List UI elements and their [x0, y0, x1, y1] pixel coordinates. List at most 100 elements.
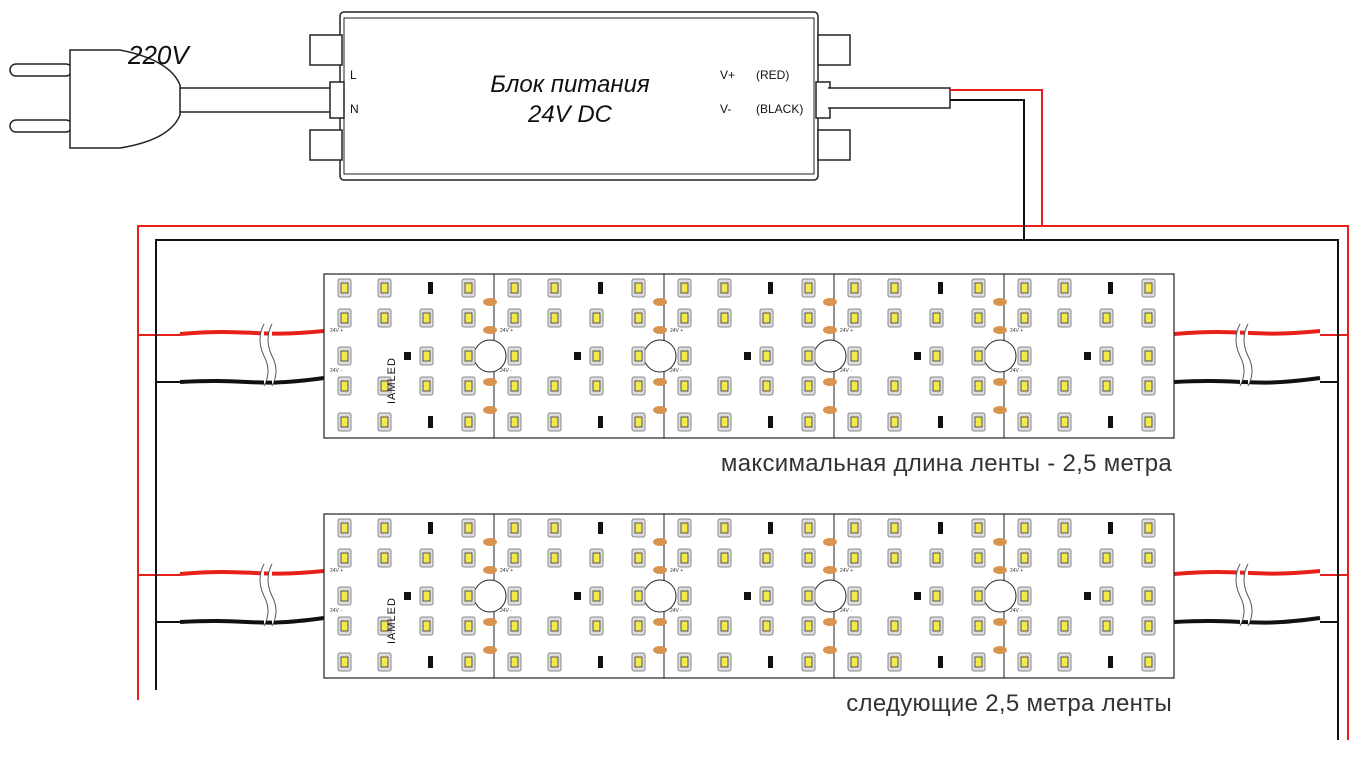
- led-strip-1: 24V +24V -24V +24V -24V +24V -24V +24V -…: [179, 273, 1321, 439]
- led-chip-lens: [890, 552, 899, 564]
- led-chip-lens: [634, 416, 643, 428]
- led-chip-lens: [720, 522, 729, 534]
- solder-pad: [993, 326, 1007, 334]
- power-supply-title-line2: 24V DC: [527, 101, 613, 128]
- solder-pad: [483, 646, 497, 654]
- resistor: [914, 592, 921, 600]
- led-chip-lens: [804, 552, 813, 564]
- led-chip-lens: [422, 620, 431, 632]
- led-chip-lens: [1102, 620, 1111, 632]
- solder-pad: [993, 566, 1007, 574]
- led-chip-lens: [1060, 656, 1069, 668]
- solder-pad: [823, 406, 837, 414]
- led-chip-lens: [720, 312, 729, 324]
- strip-1-caption: максимальная длина ленты - 2,5 метра: [720, 450, 1172, 477]
- led-chip-lens: [1144, 590, 1153, 602]
- led-chip-lens: [550, 552, 559, 564]
- led-chip-lens: [974, 590, 983, 602]
- led-chip-lens: [850, 282, 859, 294]
- resistor: [744, 592, 751, 600]
- led-chip-lens: [720, 656, 729, 668]
- wire-break-mark: [259, 323, 277, 387]
- resistor: [914, 352, 921, 360]
- led-chip-lens: [510, 350, 519, 362]
- led-chip-lens: [634, 350, 643, 362]
- led-chip-lens: [720, 620, 729, 632]
- led-chip-lens: [1020, 590, 1029, 602]
- led-chip-lens: [974, 350, 983, 362]
- led-chip-lens: [592, 590, 601, 602]
- led-chip-lens: [762, 350, 771, 362]
- led-chip-lens: [850, 312, 859, 324]
- led-chip-lens: [850, 656, 859, 668]
- led-chip-lens: [890, 416, 899, 428]
- led-chip-lens: [850, 350, 859, 362]
- solder-pad: [483, 406, 497, 414]
- led-chip-lens: [850, 620, 859, 632]
- led-chip-lens: [1060, 380, 1069, 392]
- resistor: [1084, 352, 1091, 360]
- led-chip-lens: [464, 552, 473, 564]
- terminal-vminus: V-: [720, 102, 732, 116]
- led-chip-lens: [1060, 416, 1069, 428]
- solder-pad: [483, 566, 497, 574]
- solder-pad: [823, 646, 837, 654]
- polarity-mark: 24V +: [670, 328, 683, 334]
- led-strip-2: 24V +24V -24V +24V -24V +24V -24V +24V -…: [179, 513, 1321, 679]
- terminal-vplus: V+: [720, 68, 736, 82]
- led-chip-lens: [1102, 350, 1111, 362]
- led-chip-lens: [762, 552, 771, 564]
- led-chip-lens: [380, 380, 389, 392]
- led-chip-lens: [720, 552, 729, 564]
- led-chip-lens: [510, 552, 519, 564]
- resistor: [428, 656, 433, 668]
- led-chip-lens: [932, 620, 941, 632]
- solder-pad: [993, 618, 1007, 626]
- wire-break-mark: [1235, 563, 1253, 627]
- led-chip-lens: [340, 350, 349, 362]
- power-supply-title-line1: Блок питания: [490, 71, 650, 98]
- led-chip-lens: [510, 380, 519, 392]
- led-chip-lens: [1020, 656, 1029, 668]
- led-chip-lens: [340, 380, 349, 392]
- terminal-vminus-wire: (BLACK): [756, 102, 804, 116]
- polarity-mark: 24V +: [1010, 568, 1023, 574]
- led-chip-lens: [804, 416, 813, 428]
- solder-pad: [483, 326, 497, 334]
- led-chip-lens: [464, 590, 473, 602]
- led-chip-lens: [850, 552, 859, 564]
- led-chip-lens: [890, 312, 899, 324]
- resistor: [768, 282, 773, 294]
- led-chip-lens: [1020, 312, 1029, 324]
- led-chip-lens: [592, 380, 601, 392]
- solder-pad: [993, 406, 1007, 414]
- led-chip-lens: [510, 312, 519, 324]
- strip-2-brand: IAMLED: [386, 597, 398, 644]
- polarity-mark: 24V -: [1010, 608, 1022, 614]
- strip-1-brand: IAMLED: [386, 357, 398, 404]
- led-chip-lens: [510, 590, 519, 602]
- led-chip-lens: [1144, 350, 1153, 362]
- polarity-mark: 24V +: [670, 568, 683, 574]
- resistor: [574, 352, 581, 360]
- resistor: [598, 522, 603, 534]
- led-chip-lens: [804, 380, 813, 392]
- resistor: [428, 522, 433, 534]
- polarity-mark: 24V +: [330, 568, 343, 574]
- led-chip-lens: [1020, 416, 1029, 428]
- led-chip-lens: [932, 590, 941, 602]
- negative-wire: [155, 99, 1339, 740]
- power-supply-title: Блок питания 24V DC: [470, 70, 670, 130]
- led-chip-lens: [680, 416, 689, 428]
- led-chip-lens: [850, 522, 859, 534]
- black-lead: [1173, 376, 1321, 385]
- led-chip-lens: [890, 522, 899, 534]
- solder-pad: [823, 326, 837, 334]
- led-chip-lens: [1144, 522, 1153, 534]
- resistor: [768, 416, 773, 428]
- led-chip-lens: [592, 350, 601, 362]
- led-chip-lens: [380, 416, 389, 428]
- led-chip-lens: [1020, 380, 1029, 392]
- red-lead: [179, 569, 325, 576]
- solder-pad: [653, 538, 667, 546]
